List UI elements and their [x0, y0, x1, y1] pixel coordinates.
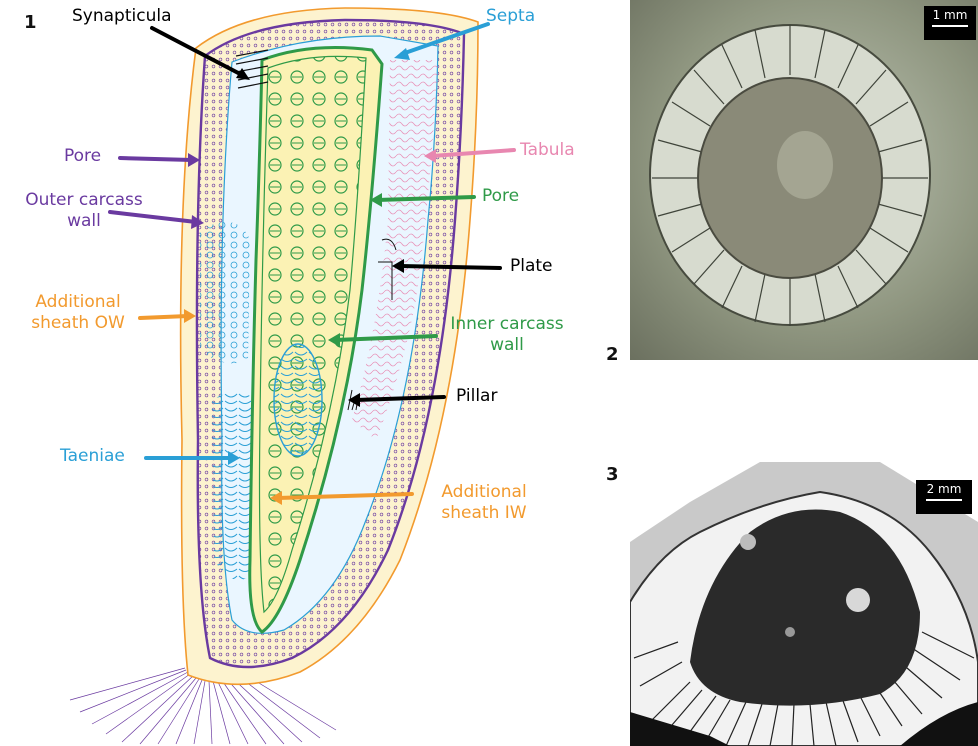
label-sheath-iw-line1: Additional [441, 482, 526, 502]
label-tabula: Tabula [520, 140, 575, 161]
photo-2-thin-section: 1 mm [630, 0, 978, 360]
scale-line-photo-2 [932, 25, 968, 27]
label-outer-carcass-wall-line2: wall [67, 211, 101, 231]
label-sheath-ow-line2: sheath OW [31, 313, 125, 333]
label-outer-carcass-wall: Outer carcass wall [4, 190, 164, 232]
label-inner-carcass-wall-line1: Inner carcass [450, 314, 563, 334]
label-sheath-ow-line1: Additional [35, 292, 120, 312]
label-plate: Plate [510, 256, 553, 277]
photo-3-thin-section: 2 mm [630, 462, 978, 746]
scale-bar-photo-2: 1 mm [924, 6, 976, 40]
label-additional-sheath-iw: Additional sheath IW [416, 482, 552, 524]
archaeocyath-diagram [0, 0, 620, 746]
label-pore-inner: Pore [482, 186, 519, 207]
label-inner-carcass-wall-line2: wall [490, 335, 524, 355]
label-septa: Septa [486, 6, 535, 27]
label-inner-carcass-wall: Inner carcass wall [432, 314, 582, 356]
label-outer-carcass-wall-line1: Outer carcass [25, 190, 143, 210]
cells-left [200, 222, 250, 363]
label-sheath-iw-line2: sheath IW [441, 503, 526, 523]
scale-label-photo-3: 2 mm [916, 480, 972, 496]
label-synapticula: Synapticula [72, 6, 172, 27]
inclusion [274, 344, 322, 456]
label-pore-outer: Pore [64, 146, 101, 167]
scale-bar-photo-3: 2 mm [916, 480, 972, 514]
label-taeniae: Taeniae [60, 446, 125, 467]
panel-number-2: 2 [606, 344, 619, 365]
label-pillar: Pillar [456, 386, 497, 407]
panel-number-3: 3 [606, 464, 619, 485]
photo-2-image [630, 0, 978, 360]
scale-label-photo-2: 1 mm [924, 6, 976, 22]
panel-number-1: 1 [24, 12, 37, 33]
label-additional-sheath-ow: Additional sheath OW [6, 292, 150, 334]
scale-line-photo-3 [926, 499, 962, 501]
